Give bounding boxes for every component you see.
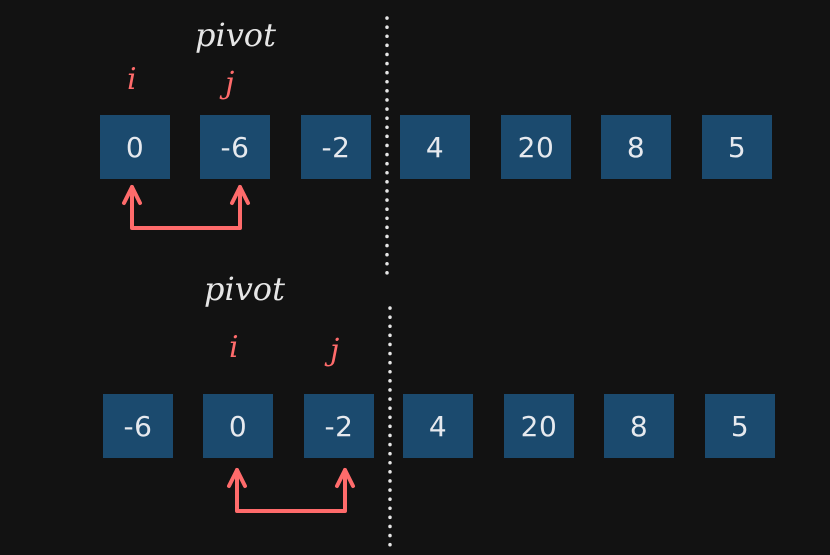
row1-cell-2: -2 <box>301 115 371 179</box>
row2-cell-3: 4 <box>403 394 473 458</box>
row2-cell-5: 8 <box>604 394 674 458</box>
row1-swap-arrow <box>122 185 250 230</box>
row1-i-label: i <box>127 62 137 97</box>
row1-cell-0: 0 <box>100 115 170 179</box>
row1-cell-6: 5 <box>702 115 772 179</box>
row2-pivot-label: pivot <box>204 270 285 308</box>
row2-cell-6: 5 <box>705 394 775 458</box>
row2-i-label: i <box>229 330 239 365</box>
row2-j-label: j <box>330 333 340 368</box>
row1-pivot-label: pivot <box>195 16 276 54</box>
row2-cell-1: 0 <box>203 394 273 458</box>
row1-cell-4: 20 <box>501 115 571 179</box>
row2-cell-2: -2 <box>304 394 374 458</box>
row1-cell-3: 4 <box>400 115 470 179</box>
row1-cell-1: -6 <box>200 115 270 179</box>
row2-cell-4: 20 <box>504 394 574 458</box>
row2-swap-arrow <box>227 468 355 513</box>
row1-cell-5: 8 <box>601 115 671 179</box>
row1-j-label: j <box>225 66 235 101</box>
row2-cell-0: -6 <box>103 394 173 458</box>
